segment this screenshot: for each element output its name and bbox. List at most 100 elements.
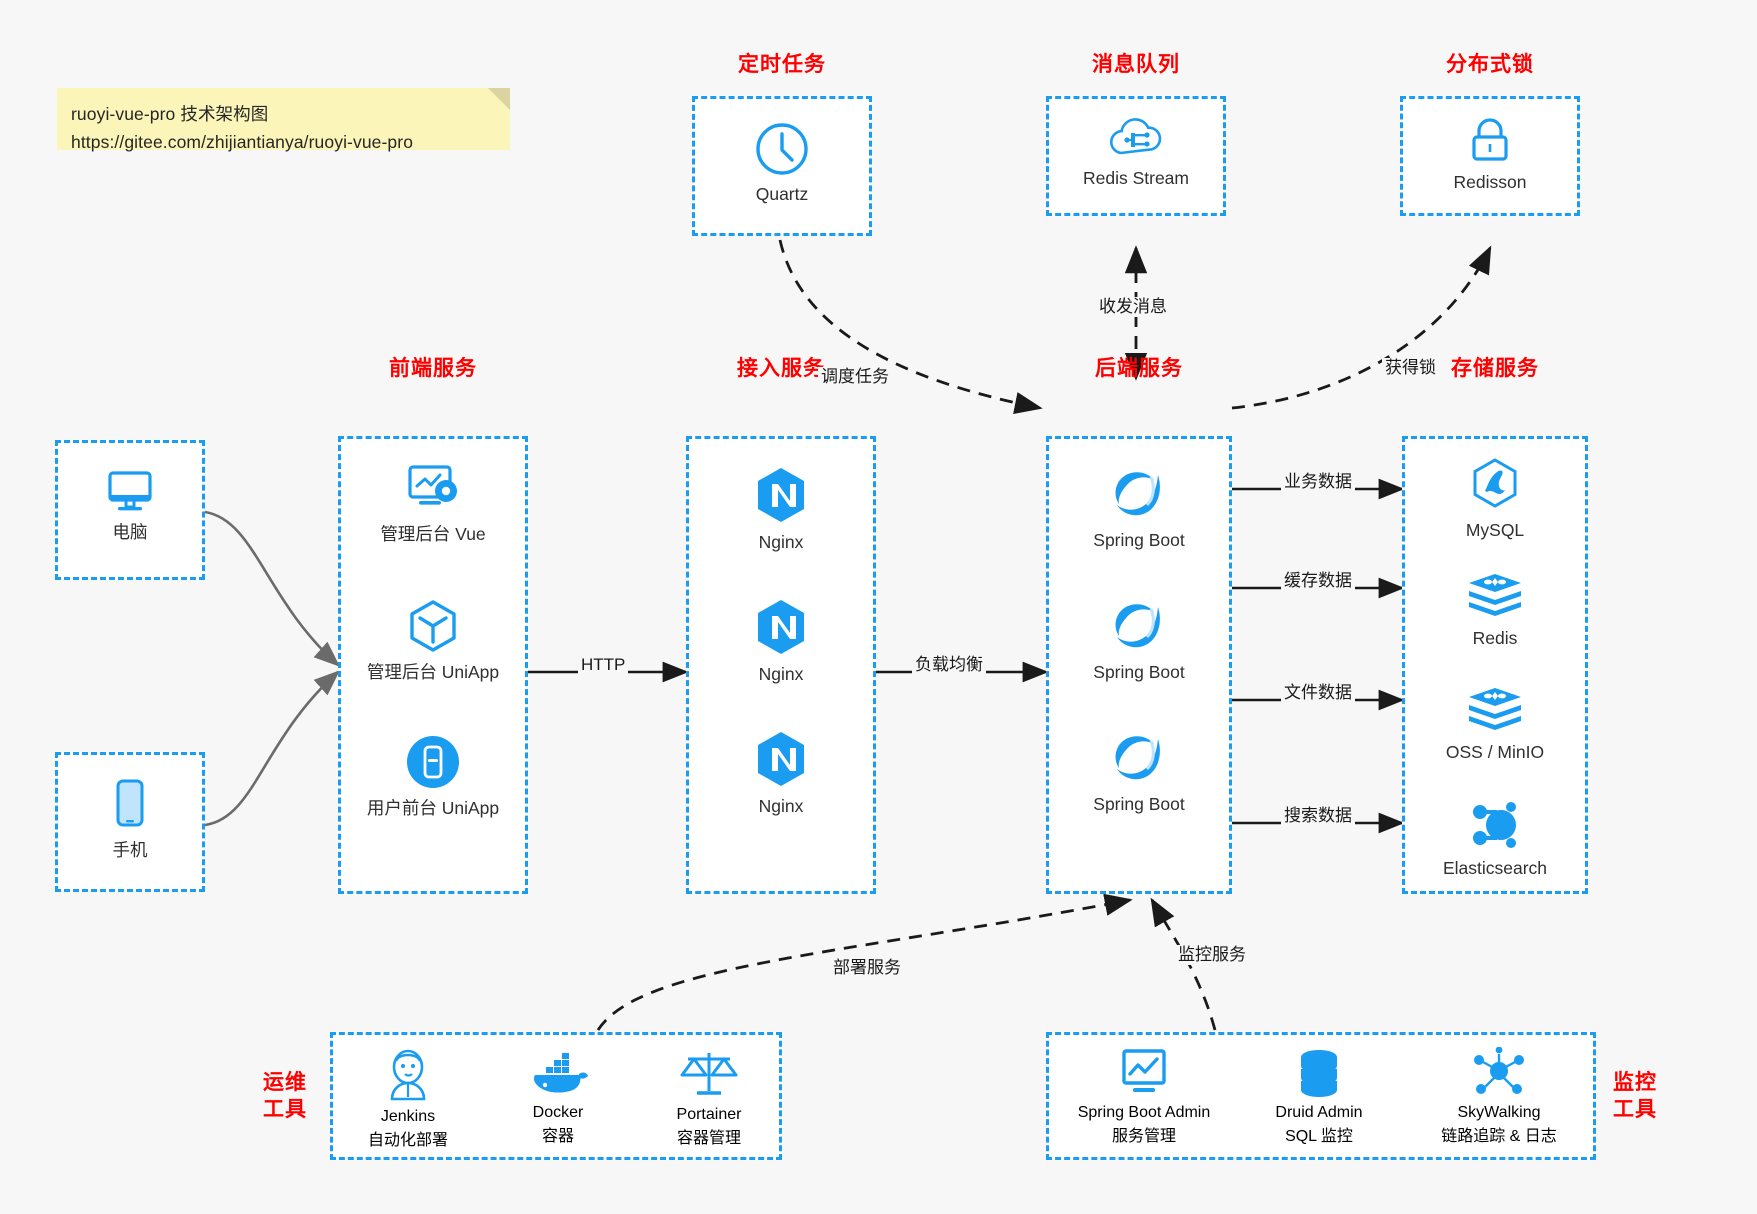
node-label: Docker: [532, 1104, 584, 1121]
node-user-uniapp[interactable]: 用户前台 UniApp: [341, 733, 525, 821]
group-client-mobile: 手机: [55, 752, 205, 892]
node-sublabel: SQL 监控: [1285, 1128, 1353, 1145]
node-label: Spring Boot: [1093, 530, 1185, 550]
node-sublabel: 服务管理: [1111, 1128, 1176, 1145]
node-sublabel: 容器管理: [676, 1130, 741, 1147]
node-spring-boot-admin[interactable]: Spring Boot Admin 服务管理: [1049, 1047, 1239, 1146]
edge-label-monitor-service: 监控服务: [1175, 945, 1249, 966]
node-label: Spring Boot: [1093, 794, 1185, 814]
node-label: SkyWalking: [1457, 1104, 1541, 1121]
node-spring-boot-2[interactable]: Spring Boot: [1049, 597, 1229, 685]
nginx-icon: [689, 597, 873, 657]
node-label: Quartz: [755, 184, 809, 204]
group-scheduled-task: Quartz: [692, 96, 872, 236]
node-redis[interactable]: Redis: [1405, 571, 1585, 651]
node-skywalking[interactable]: SkyWalking 链路追踪 & 日志: [1399, 1046, 1599, 1146]
node-spring-boot-3[interactable]: Spring Boot: [1049, 729, 1229, 817]
node-label: 管理后台 Vue: [380, 524, 486, 544]
node-label: Portainer: [676, 1106, 742, 1123]
node-label: Redis Stream: [1082, 168, 1189, 188]
jenkins-icon: [382, 1049, 434, 1107]
node-admin-vue[interactable]: 管理后台 Vue: [341, 461, 525, 547]
dashboard-gear-icon: [341, 461, 525, 517]
group-distributed-lock: Redisson: [1400, 96, 1580, 216]
group-title-devops: 运维 工具: [250, 1070, 320, 1124]
node-druid-admin[interactable]: Druid Admin SQL 监控: [1239, 1047, 1399, 1146]
node-nginx-2[interactable]: Nginx: [689, 597, 873, 687]
diagram-note: ruoyi-vue-pro 技术架构图 https://gitee.com/zh…: [57, 88, 510, 152]
nginx-icon: [689, 465, 873, 525]
node-computer[interactable]: 电脑: [58, 465, 202, 545]
group-devops: Jenkins 自动化部署: [330, 1032, 782, 1160]
group-gateway: Nginx Nginx Nginx: [686, 436, 876, 894]
group-title-message-queue: 消息队列: [1092, 53, 1180, 76]
clock-icon: [695, 121, 869, 177]
node-label: Nginx: [758, 664, 804, 684]
minio-icon: [1405, 685, 1585, 735]
database-icon: [1293, 1050, 1345, 1103]
group-title-scheduled-task: 定时任务: [738, 53, 826, 76]
group-title-monitoring: 监控 工具: [1600, 1070, 1670, 1124]
node-label: 手机: [112, 840, 148, 860]
node-label: MySQL: [1465, 520, 1525, 540]
mysql-icon: [1405, 457, 1585, 513]
monitor-chart-icon: [1115, 1049, 1173, 1103]
node-label: 管理后台 UniApp: [366, 662, 500, 682]
edge-label-send-receive-message: 收发消息: [1096, 297, 1170, 318]
group-title-gateway: 接入服务: [737, 357, 825, 380]
group-title-backend: 后端服务: [1095, 357, 1183, 380]
group-title-storage: 存储服务: [1451, 357, 1539, 380]
node-portainer[interactable]: Portainer 容器管理: [633, 1047, 785, 1148]
node-redis-stream[interactable]: Redis Stream: [1049, 113, 1223, 191]
node-sublabel: 自动化部署: [367, 1132, 448, 1149]
node-label: Nginx: [758, 532, 804, 552]
spring-boot-icon: [1049, 465, 1229, 523]
node-label: Spring Boot Admin: [1077, 1104, 1211, 1121]
node-quartz[interactable]: Quartz: [695, 121, 869, 207]
redis-icon: [1405, 571, 1585, 621]
node-label: OSS / MinIO: [1445, 742, 1545, 762]
node-spring-boot-1[interactable]: Spring Boot: [1049, 465, 1229, 553]
node-sublabel: 链路追踪 & 日志: [1441, 1128, 1557, 1145]
node-sublabel: 容器: [541, 1128, 574, 1145]
node-jenkins[interactable]: Jenkins 自动化部署: [333, 1047, 483, 1150]
edge-label-http: HTTP: [578, 655, 629, 676]
group-client-pc: 电脑: [55, 440, 205, 580]
node-label: Elasticsearch: [1442, 858, 1548, 878]
node-redisson[interactable]: Redisson: [1403, 115, 1577, 195]
node-mysql[interactable]: MySQL: [1405, 457, 1585, 543]
node-elasticsearch[interactable]: Elasticsearch: [1405, 799, 1585, 881]
node-docker[interactable]: Docker 容器: [483, 1047, 633, 1146]
node-label: Redisson: [1453, 172, 1527, 192]
node-label: 用户前台 UniApp: [366, 798, 500, 818]
node-label: Spring Boot: [1093, 662, 1185, 682]
node-mobile-phone[interactable]: 手机: [58, 777, 202, 863]
edge-label-schedule-task: 调度任务: [818, 367, 892, 388]
scales-icon: [680, 1053, 738, 1105]
node-label: Jenkins: [380, 1108, 436, 1125]
group-title-monitoring-line-2: 工具: [1613, 1097, 1657, 1121]
node-oss-minio[interactable]: OSS / MinIO: [1405, 685, 1585, 765]
cube-icon: [341, 597, 525, 655]
group-message-queue: Redis Stream: [1046, 96, 1226, 216]
group-title-devops-line-2: 工具: [263, 1097, 307, 1121]
group-title-frontend: 前端服务: [389, 357, 477, 380]
note-line-2: https://gitee.com/zhijiantianya/ruoyi-vu…: [71, 132, 414, 153]
edge-label-load-balance: 负载均衡: [912, 655, 986, 676]
node-label: Nginx: [758, 796, 804, 816]
group-monitoring: Spring Boot Admin 服务管理 Druid Admin SQL 监…: [1046, 1032, 1596, 1160]
mobile-app-icon: [341, 733, 525, 791]
group-title-devops-line-1: 运维: [263, 1071, 307, 1094]
edge-label-business-data: 业务数据: [1281, 472, 1355, 493]
spring-boot-icon: [1049, 729, 1229, 787]
node-nginx-3[interactable]: Nginx: [689, 729, 873, 819]
note-fold-icon: [488, 88, 510, 110]
elasticsearch-icon: [1405, 799, 1585, 851]
node-admin-uniapp[interactable]: 管理后台 UniApp: [341, 597, 525, 685]
spring-boot-icon: [1049, 597, 1229, 655]
node-nginx-1[interactable]: Nginx: [689, 465, 873, 555]
docker-whale-icon: [527, 1053, 589, 1103]
edge-label-search-data: 搜索数据: [1281, 806, 1355, 827]
group-frontend: 管理后台 Vue 管理后台 UniApp 用户前台 UniApp: [338, 436, 528, 894]
